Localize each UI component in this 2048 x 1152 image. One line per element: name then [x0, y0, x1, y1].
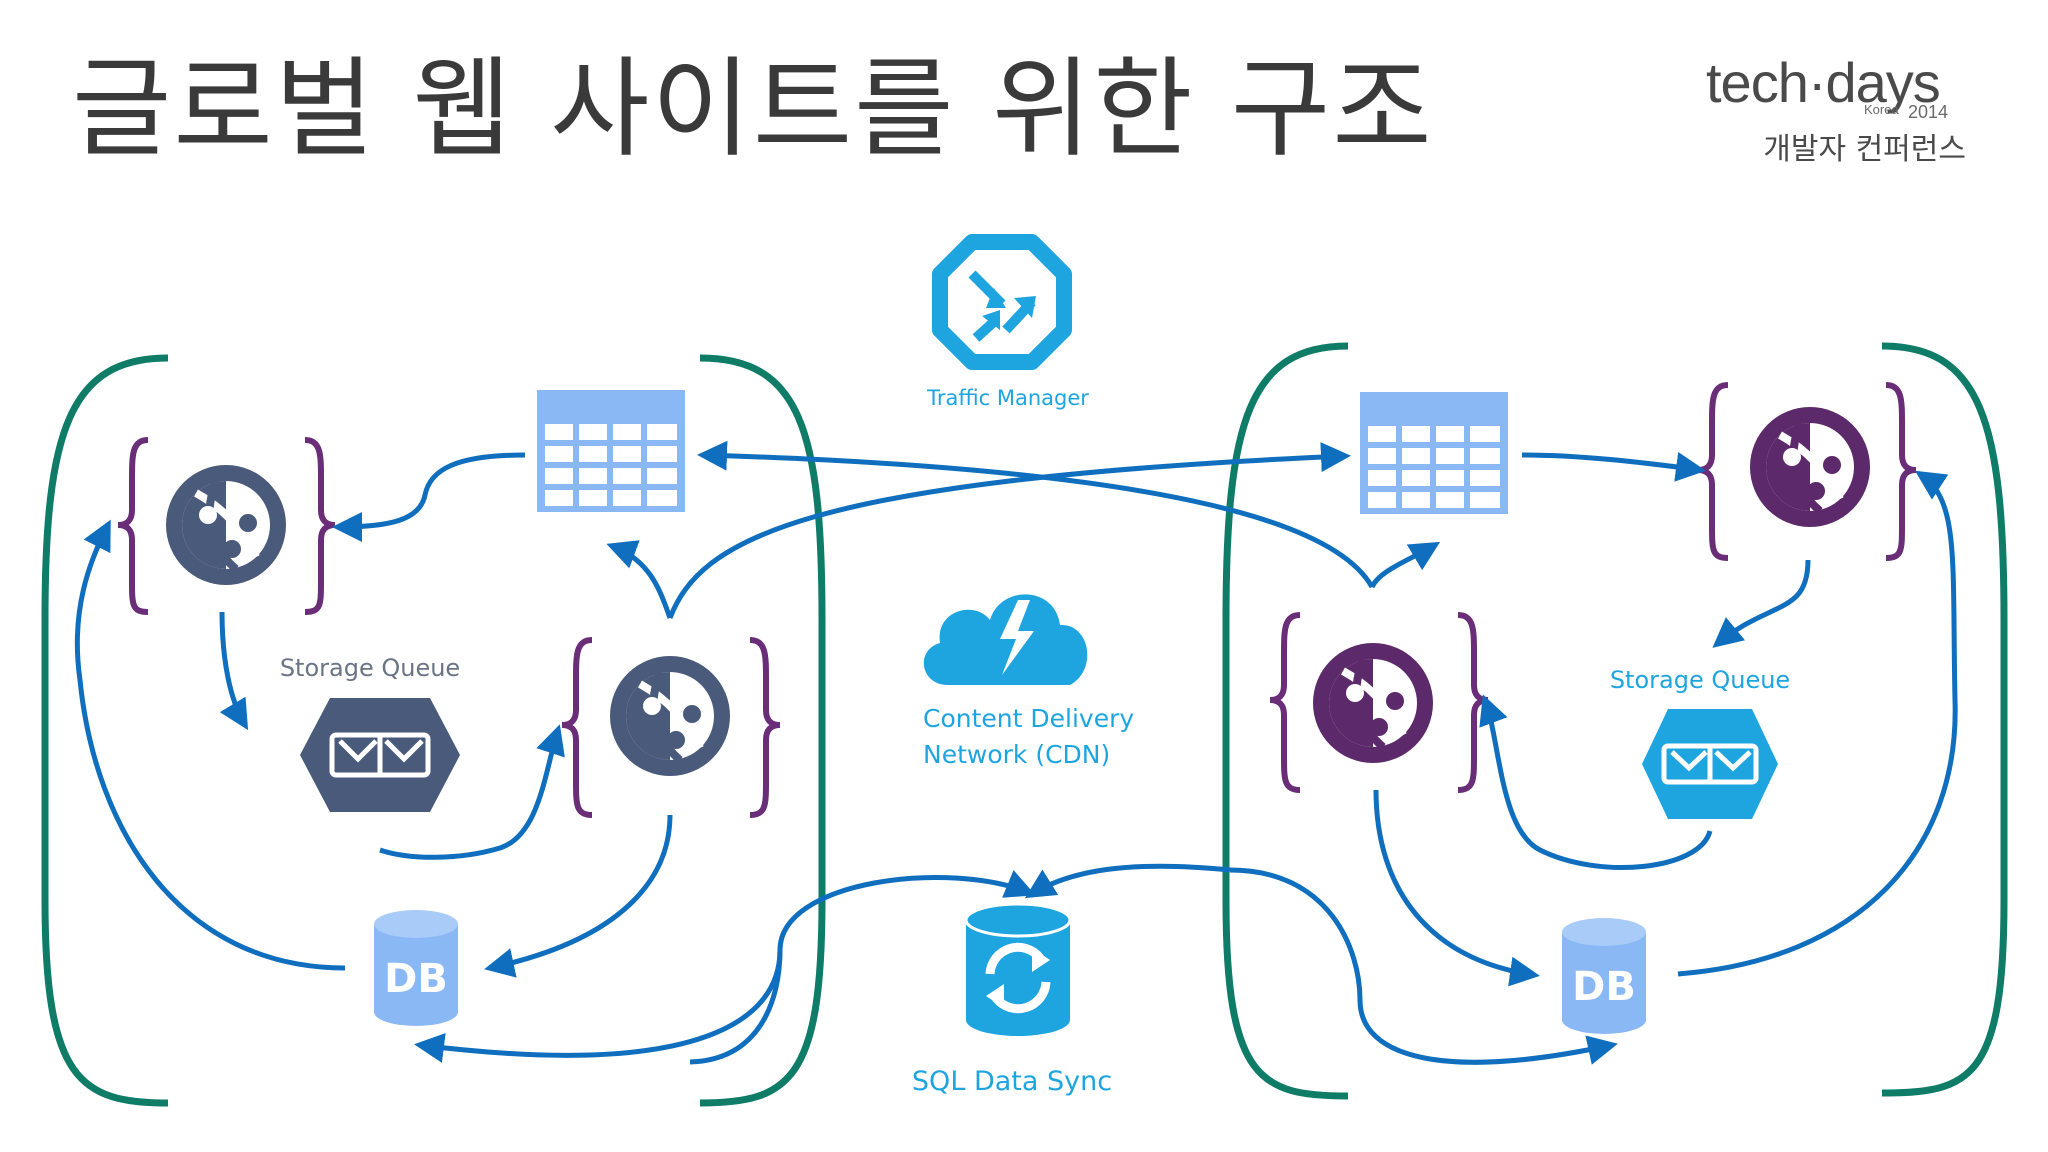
- storage-queue-label-right: Storage Queue: [1610, 666, 1790, 694]
- storage-queue-label-left: Storage Queue: [280, 654, 460, 682]
- globe-website-icon: [166, 465, 286, 585]
- page-title: 글로벌 웹 사이트를 위한 구조: [72, 47, 1434, 172]
- logo-wordmark: tech·days: [1706, 51, 1941, 114]
- logo-region: Korea: [1864, 102, 1899, 117]
- cdn-label-line1: Content Delivery: [923, 704, 1134, 733]
- left-region-bracket: [41, 354, 826, 1107]
- message-queue-icon: [300, 698, 460, 812]
- sql-sync-label: SQL Data Sync: [912, 1066, 1112, 1097]
- db-label-left: DB: [384, 956, 448, 1002]
- logo-year: 2014: [1908, 102, 1949, 122]
- globe-website-icon: [1313, 643, 1433, 763]
- cloud-lightning-icon: [923, 594, 1088, 685]
- techdays-logo: tech·days Korea 2014 개발자 컨퍼런스: [1706, 50, 1966, 170]
- traffic-manager-label: Traffic Manager: [926, 386, 1089, 410]
- traffic-manager-icon: [932, 234, 1072, 370]
- globe-website-icon: [610, 656, 730, 776]
- right-region-bracket: [1222, 342, 2008, 1100]
- cdn-label-line2: Network (CDN): [923, 740, 1110, 769]
- logo-subtitle: 개발자 컨퍼런스: [1763, 132, 1966, 167]
- db-label-right: DB: [1572, 964, 1636, 1010]
- connection-arrows: [74, 440, 1958, 1065]
- message-queue-icon: [1642, 709, 1778, 819]
- table-grid-icon: [1360, 392, 1508, 514]
- globe-website-icon: [1750, 407, 1870, 527]
- database-sync-icon: [964, 902, 1072, 1036]
- table-grid-icon: [537, 390, 685, 512]
